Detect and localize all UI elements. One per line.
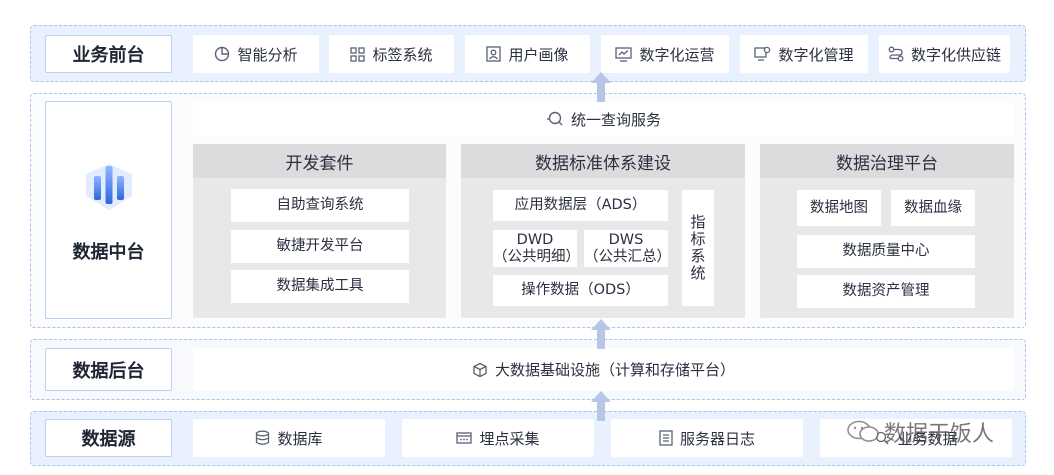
front-item-label: 标签系统 (372, 45, 433, 64)
data-source-label: 数据源 (45, 419, 172, 457)
data-back-label: 数据后台 (45, 348, 172, 391)
tracking-icon (456, 432, 473, 444)
monitor-chart-icon (615, 46, 633, 62)
dev-suite-panel: 开发套件 自助查询系统 敏捷开发平台 数据集成工具 (193, 144, 446, 318)
watermark-text: 数据干饭人 (884, 422, 995, 447)
metrics-char: 标 (690, 230, 706, 248)
data-middle-platform-label: 数据中台 (45, 101, 172, 319)
front-item-user-portrait[interactable]: 用户画像 (465, 35, 590, 73)
dwd-layer[interactable]: DWD （公共明细） (493, 230, 580, 267)
dws-sublabel: （公共汇总） (584, 248, 671, 265)
data-middle-platform-title: 数据中台 (72, 242, 145, 263)
dwd-label: DWD (516, 231, 554, 248)
front-item-smart-analysis[interactable]: 智能分析 (193, 35, 319, 73)
front-item-digital-supply-chain[interactable]: 数字化供应链 (879, 35, 1010, 73)
data-map[interactable]: 数据地图 (797, 190, 881, 226)
watermark: 数据干饭人 (846, 416, 994, 448)
data-integration-tool[interactable]: 数据集成工具 (231, 270, 409, 303)
source-item-label: 业务数据 (897, 429, 958, 448)
data-asset-management[interactable]: 数据资产管理 (797, 275, 975, 308)
source-business-data[interactable]: 业务数据 (820, 419, 1012, 457)
unified-query-service-label: 统一查询服务 (570, 110, 661, 129)
data-governance-title: 数据治理平台 (760, 144, 1014, 178)
front-item-tag-system[interactable]: 标签系统 (329, 35, 454, 73)
monitor-gear-icon (754, 46, 771, 61)
metrics-char: 统 (690, 264, 706, 282)
log-icon (659, 430, 673, 446)
big-data-infrastructure[interactable]: 大数据基础设施（计算和存储平台） (193, 348, 1014, 391)
grid-icon (350, 46, 366, 62)
dev-suite-title: 开发套件 (193, 144, 446, 178)
data-middle-platform-logo (85, 164, 132, 210)
source-item-label: 数据库 (277, 429, 323, 448)
front-item-label: 用户画像 (508, 45, 569, 64)
front-item-label: 数字化管理 (778, 45, 854, 64)
cube-icon (473, 362, 487, 377)
ads-layer[interactable]: 应用数据层（ADS） (493, 190, 668, 221)
agile-dev-platform[interactable]: 敏捷开发平台 (231, 230, 409, 263)
unified-query-service[interactable]: 统一查询服务 (193, 102, 1014, 136)
data-quality-center[interactable]: 数据质量中心 (797, 235, 975, 268)
source-database[interactable]: 数据库 (193, 419, 385, 457)
front-item-digital-operations[interactable]: 数字化运营 (601, 35, 729, 73)
front-item-label: 智能分析 (237, 45, 298, 64)
data-lineage[interactable]: 数据血缘 (891, 190, 975, 226)
dwd-sublabel: （公共明细） (493, 248, 580, 265)
source-item-label: 服务器日志 (679, 429, 755, 448)
wechat-icon (847, 420, 879, 442)
data-governance-panel: 数据治理平台 数据地图 数据血缘 数据质量中心 数据资产管理 (760, 144, 1014, 318)
metrics-char: 系 (690, 247, 706, 265)
dws-label: DWS (608, 231, 644, 248)
source-tracking[interactable]: 埋点采集 (402, 419, 594, 457)
user-portrait-icon (486, 46, 502, 62)
metrics-char: 指 (690, 213, 706, 231)
front-item-label: 数字化供应链 (910, 45, 1001, 64)
dws-layer[interactable]: DWS （公共汇总） (584, 230, 671, 267)
metrics-system[interactable]: 指 标 系 统 (682, 190, 714, 306)
up-arrow-icon (591, 319, 611, 349)
big-data-infrastructure-label: 大数据基础设施（计算和存储平台） (494, 361, 735, 379)
data-standards-panel: 数据标准体系建设 应用数据层（ADS） DWD （公共明细） DWS （公共汇总… (461, 144, 745, 318)
up-arrow-icon (591, 72, 611, 102)
front-item-label: 数字化运营 (639, 45, 715, 64)
database-icon (256, 430, 270, 445)
data-standards-title: 数据标准体系建设 (461, 144, 745, 178)
search-icon (546, 111, 563, 126)
pie-chart-icon (215, 46, 230, 62)
business-front-label: 业务前台 (45, 35, 172, 73)
up-arrow-icon (591, 391, 611, 421)
ods-layer[interactable]: 操作数据（ODS） (493, 275, 668, 306)
self-service-query-system[interactable]: 自助查询系统 (231, 189, 409, 222)
supply-chain-icon (888, 46, 904, 62)
front-item-digital-management[interactable]: 数字化管理 (740, 35, 868, 73)
source-item-label: 埋点采集 (479, 429, 540, 448)
source-server-logs[interactable]: 服务器日志 (611, 419, 803, 457)
